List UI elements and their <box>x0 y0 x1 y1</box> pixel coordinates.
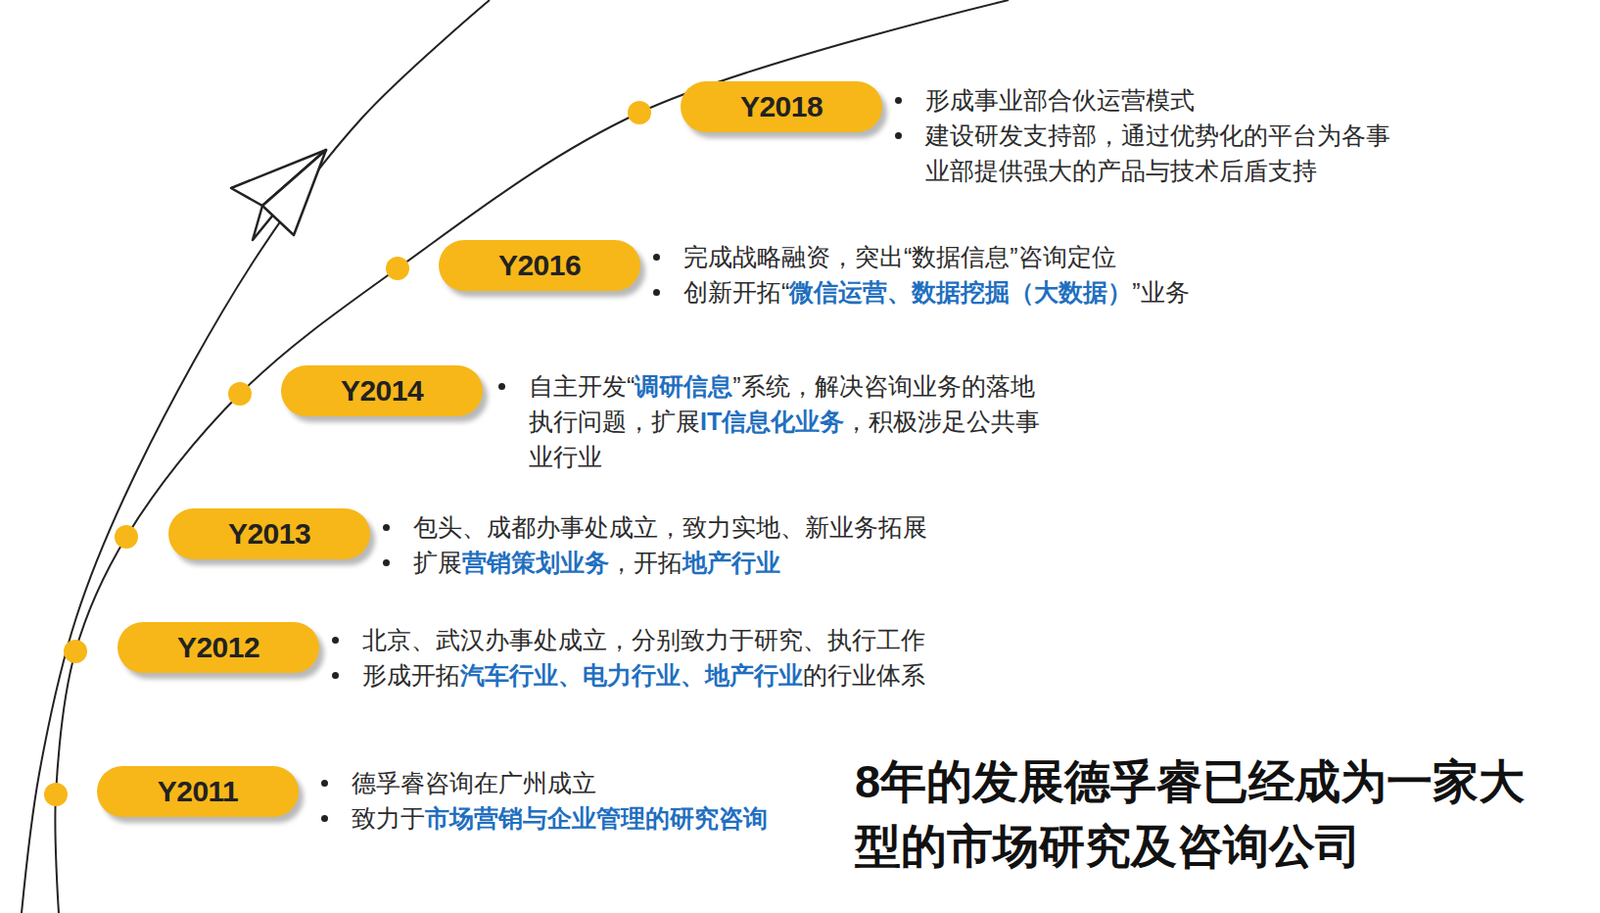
bullet-text: 形成开拓 <box>362 660 461 689</box>
bullet-text: 的行业体系 <box>802 660 926 689</box>
bullet-group: 自主开发“调研信息”系统，解决咨询业务的落地执行问题，扩展IT信息化业务，积极涉… <box>528 368 1045 474</box>
highlight-text: 营销策划业务 <box>462 548 610 576</box>
highlight-text: 地产行业 <box>682 548 781 576</box>
plane-body <box>252 149 327 240</box>
year-pill: Y2018 <box>680 81 883 133</box>
bullet-text: 德孚睿咨询在广州成立 <box>351 768 597 797</box>
year-label: Y2013 <box>228 517 311 551</box>
bullet-row: 扩展营销策划业务，开拓地产行业 <box>413 544 928 580</box>
highlight-text: 调研信息 <box>634 372 733 400</box>
bullet-text: 完成战略融资，突出“数据信息”咨询定位 <box>683 242 1117 271</box>
bullet-row: 包头、成都办事处成立，致力实地、新业务拓展 <box>413 509 928 545</box>
year-pill: Y2016 <box>438 239 641 291</box>
bullet-row: 建设研发支持部，通过优势化的平台为各事业部提供强大的产品与技术后盾支持 <box>925 117 1408 189</box>
bullet-text: 包头、成都办事处成立，致力实地、新业务拓展 <box>413 513 928 541</box>
year-pill: Y2013 <box>168 508 371 560</box>
bullet-row: 德孚睿咨询在广州成立 <box>351 764 768 800</box>
year-label: Y2018 <box>740 90 823 124</box>
bullet-dot <box>382 559 390 566</box>
timeline-dot <box>44 782 68 806</box>
paper-plane <box>231 149 327 240</box>
bullet-group: 形成事业部合伙运营模式建设研发支持部，通过优势化的平台为各事业部提供强大的产品与… <box>925 82 1408 189</box>
bullet-dot <box>653 253 660 261</box>
bullet-dot <box>321 779 329 787</box>
bullet-row: 形成事业部合伙运营模式 <box>925 82 1408 118</box>
bullet-row: 北京、武汉办事处成立，分别致力于研究、执行工作 <box>362 621 926 658</box>
bullet-text: 形成事业部合伙运营模式 <box>925 86 1195 114</box>
bullet-dot <box>321 814 329 822</box>
bullet-text: ”业务 <box>1131 278 1189 306</box>
bullet-group: 包头、成都办事处成立，致力实地、新业务拓展扩展营销策划业务，开拓地产行业 <box>413 509 928 580</box>
year-pill: Y2011 <box>96 765 299 817</box>
bullet-row: 形成开拓汽车行业、电力行业、地产行业的行业体系 <box>362 657 926 693</box>
bullet-group: 德孚睿咨询在广州成立致力于市场营销与企业管理的研究咨询 <box>351 764 768 836</box>
year-label: Y2012 <box>177 630 260 664</box>
bullet-text: 建设研发支持部，通过优势化的平台为各事业部提供强大的产品与技术后盾支持 <box>925 121 1391 185</box>
bullet-dot <box>331 671 339 679</box>
year-pill: Y2012 <box>117 621 320 673</box>
bullet-text: 致力于 <box>351 803 425 832</box>
bullet-dot <box>382 523 390 531</box>
timeline-dot <box>228 381 252 406</box>
timeline-dot <box>385 256 410 281</box>
bullet-row: 创新开拓“微信运营、数据挖掘（大数据）”业务 <box>683 274 1190 310</box>
bullet-dot <box>331 636 339 644</box>
bullet-text: 自主开发“ <box>528 372 635 400</box>
timeline-dot <box>627 100 652 125</box>
year-label: Y2011 <box>157 774 239 808</box>
year-pill: Y2014 <box>281 365 483 417</box>
highlight-text: IT信息化业务 <box>700 407 845 435</box>
highlight-text: 市场营销与企业管理的研究咨询 <box>424 803 768 832</box>
bullet-text: 创新开拓“ <box>683 278 790 306</box>
bullet-dot <box>653 288 660 296</box>
year-label: Y2016 <box>498 248 581 283</box>
bullet-row: 自主开发“调研信息”系统，解决咨询业务的落地执行问题，扩展IT信息化业务，积极涉… <box>528 368 1045 474</box>
timeline-dot <box>63 639 88 663</box>
headline-caption: 8年的发展德孚睿已经成为一家大型的市场研究及咨询公司 <box>854 749 1531 879</box>
bullet-text: 北京、武汉办事处成立，分别致力于研究、执行工作 <box>362 625 926 654</box>
plane-wing <box>262 149 327 236</box>
bullet-dot <box>894 132 902 140</box>
bullet-row: 致力于市场营销与企业管理的研究咨询 <box>351 800 768 836</box>
highlight-text: 微信运营、数据挖掘（大数据） <box>789 278 1132 306</box>
bullet-group: 完成战略融资，突出“数据信息”咨询定位创新开拓“微信运营、数据挖掘（大数据）”业… <box>683 238 1190 310</box>
bullet-group: 北京、武汉办事处成立，分别致力于研究、执行工作形成开拓汽车行业、电力行业、地产行… <box>362 621 926 693</box>
bullet-text: 扩展 <box>413 548 463 576</box>
timeline-dot <box>114 524 139 549</box>
bullet-row: 完成战略融资，突出“数据信息”咨询定位 <box>683 238 1190 275</box>
bullet-text: ，开拓 <box>609 548 683 576</box>
bullet-dot <box>498 382 506 390</box>
bullet-dot <box>894 96 902 104</box>
highlight-text: 汽车行业、电力行业、地产行业 <box>460 660 803 689</box>
year-label: Y2014 <box>340 374 424 408</box>
